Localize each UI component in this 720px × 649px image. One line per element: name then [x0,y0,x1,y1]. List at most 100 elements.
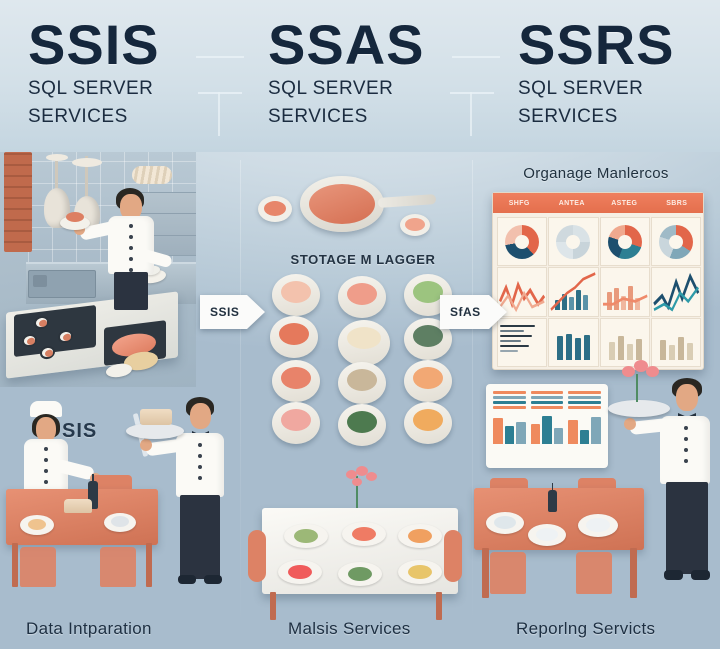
chart-cell-bars-tan-2 [650,317,701,367]
overlay-line-2 [550,272,596,312]
header-column-ssas: SSAS SQL SERVER SERVICES [268,17,508,128]
header-connector-line-1 [196,56,244,58]
caption-reporting-services: Reporlng Servicts [516,619,656,638]
waiter-with-cake [126,397,240,597]
soup-pan [300,176,437,232]
lamp-mount-2 [72,158,102,167]
subtitle-ssis-line2: SERVICES [28,106,128,127]
banquet-table-leg-2 [436,592,442,620]
tray-flower-3 [646,366,659,377]
dining-chair-front-2 [100,547,136,587]
subtitle-ssas-line1: SQL SERVER [268,78,394,99]
chef-hat [30,401,62,417]
right-chair-front-1 [490,552,526,594]
report-bars-2 [530,414,564,444]
caption-data-integration: Data Intparation [26,619,152,638]
dining-scene-left: SIS [0,387,248,649]
right-chair-front-2 [576,552,612,594]
chart-cell-donut-3 [599,217,650,267]
tray-flower-1 [622,366,635,377]
banquet-plate-1 [284,524,328,548]
mini-bars-tan-2 [659,334,693,360]
bowl-r1c2 [338,276,386,318]
lamp-rod-1 [55,156,58,190]
chef-male-cooking [60,188,173,312]
arrow-tip-2 [488,295,507,329]
header-tee-line-1 [198,92,242,94]
flower-petal-4 [352,478,362,486]
acronym-ssrs: SSRS [518,13,675,76]
chef-female-head [36,417,56,442]
header-drop-line-2 [470,92,472,136]
serving-tray [126,423,184,439]
right-plate-2 [528,524,566,546]
donut-chart-2 [556,224,591,259]
dashboard-header-band: SHFG ANTEA ASTEG SBRS [493,193,703,213]
waiter-hand [140,439,152,451]
banquet-table-leg-1 [270,592,276,620]
bowl-r2c2 [338,320,390,366]
peak-line-chart-4 [653,273,700,312]
side-bowl-right [400,214,430,236]
chef-jacket-buttons [129,224,133,279]
soup-contents [309,184,375,224]
right-plate-1 [486,512,524,534]
plate-left-2 [104,513,136,532]
band-label-1: SHFG [508,199,530,207]
oven-appliance [28,270,96,298]
mini-bars-3 [606,284,640,310]
donut-chart-3 [607,224,642,259]
banquet-plate-6 [398,560,442,584]
report-column-3 [568,391,602,461]
chart-cell-donut-2 [548,217,599,267]
chart-cell-mixed-2 [548,267,599,317]
mini-bars-tan [608,334,642,360]
report-bars-3 [568,414,602,444]
panel-divider-left [240,160,241,630]
waiter-trousers [180,495,220,579]
subtitle-ssas-line2: SERVICES [268,106,368,127]
bowl-grid [266,274,458,446]
chart-cell-donut-4 [650,217,701,267]
chef-trousers [114,272,148,310]
report-poster [486,384,608,468]
header-drop-line-1 [218,92,220,136]
table-leg-2 [146,543,152,587]
bowl-r3c1 [272,360,320,402]
flower-petal-3 [366,472,377,481]
lamp-rod-2 [85,156,88,198]
chart-cell-donut-1 [497,217,548,267]
bowl-r1c1 [272,274,320,316]
donut-chart-1 [505,224,540,259]
bowl-r4c1 [272,402,320,444]
wall-label-ssis: SIS [62,420,98,442]
subtitle-ssis-line1: SQL SERVER [28,78,154,99]
chef-head [120,194,142,220]
dining-chair-front-1 [20,547,56,587]
header-column-ssis: SSIS SQL SERVER SERVICES [28,13,268,128]
text-placeholder-lines [500,324,544,352]
acronym-ssis: SSIS [28,13,160,76]
flower-serving-tray [608,400,670,417]
dashboard-cell-grid [497,217,701,367]
band-label-3: ASTEG [611,199,638,207]
pan-handle [377,193,437,209]
vase-stem [636,374,638,402]
header-tee-line-2 [450,92,494,94]
band-label-2: ANTEA [558,199,585,207]
bowl-r2c1 [270,316,318,358]
waiter-head [190,403,211,429]
bread-loaf [132,166,172,184]
dashboard-title: Organage Manlercos [523,165,669,182]
overlay-line-3 [602,294,648,306]
header-band: SSIS SQL SERVER SERVICES SSAS SQL SERVER… [0,0,720,152]
waiter-with-flowers [608,360,720,592]
bowl-r4c3 [404,402,452,444]
table-leg-1 [12,543,18,587]
plate-left-1 [20,515,54,535]
waiter2-shoe-left [664,570,683,580]
chef-female-buttons [44,447,48,491]
subtitle-ssrs-line1: SQL SERVER [518,78,644,99]
banquet-plate-4 [278,560,322,584]
